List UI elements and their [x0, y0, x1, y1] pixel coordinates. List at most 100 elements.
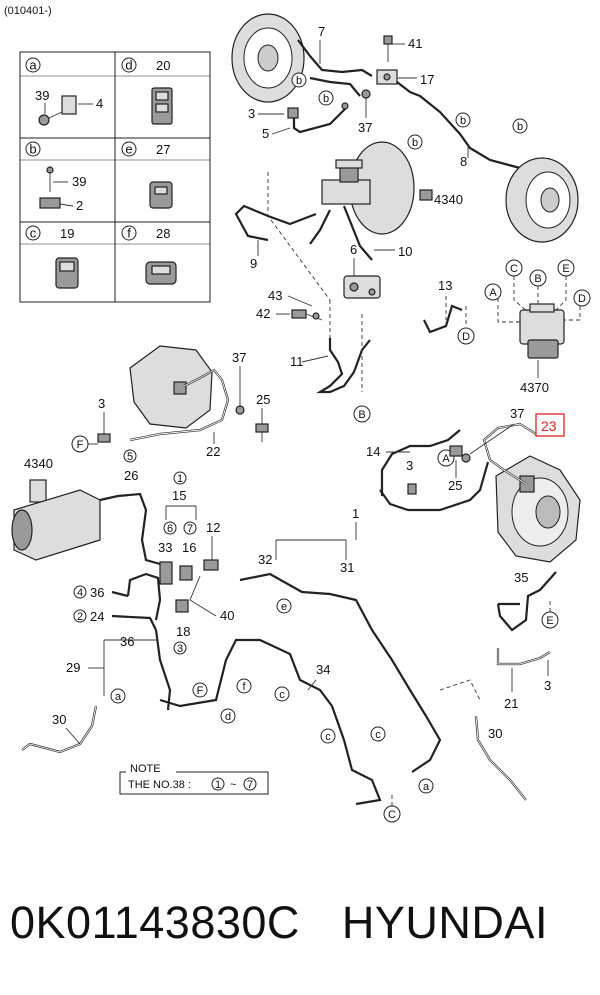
valve-33	[159, 561, 193, 585]
callout-4340b: 4340	[24, 456, 53, 471]
legend-b-label-39: 39	[72, 174, 86, 189]
clip-icon-3	[55, 257, 79, 289]
circ-7: 7	[187, 523, 193, 535]
highlight-23: 23	[535, 413, 565, 437]
legend-a-label-4: 4	[96, 96, 103, 111]
callout-43: 43	[268, 288, 282, 303]
part-number: 0K01143830C	[10, 897, 300, 948]
brake-booster	[321, 141, 415, 235]
bolt-41	[383, 35, 393, 62]
circ-F-center: F	[197, 685, 204, 697]
legend-letter-a: a	[29, 58, 37, 73]
legend-f-number: 28	[156, 226, 170, 241]
callout-30b: 30	[488, 726, 502, 741]
callout-37c: 37	[510, 406, 524, 421]
callout-10: 10	[398, 244, 412, 259]
clip-18	[175, 599, 189, 613]
circ-b-2: b	[323, 93, 329, 105]
callout-3d: 3	[544, 678, 551, 693]
part-4340a	[419, 189, 433, 201]
date-code: (010401-)	[4, 5, 52, 17]
callout-42: 42	[256, 306, 270, 321]
circ-f-center: f	[242, 681, 246, 693]
right-brake-drum	[505, 157, 579, 243]
clip-icon	[151, 87, 173, 125]
legend-b-label-2: 2	[76, 198, 83, 213]
circ-2: 2	[77, 611, 83, 623]
circ-D-13: D	[462, 331, 470, 343]
callout-1: 1	[352, 506, 359, 521]
circ-E-right: E	[546, 615, 553, 627]
circ-B-abs: B	[534, 273, 541, 285]
callout-25b: 25	[448, 478, 462, 493]
legend-d-number: 20	[156, 58, 170, 73]
note-range-end: 7	[247, 779, 253, 791]
brake-line-diagram: (010401-) a 39 4 d 20 b	[4, 5, 591, 823]
callout-11: 11	[290, 354, 304, 369]
legend-a-label-39: 39	[35, 88, 49, 103]
circ-B-bottom: B	[358, 409, 365, 421]
callout-15: 15	[172, 488, 186, 503]
callout-16: 16	[182, 540, 196, 555]
circ-b-3: b	[412, 137, 418, 149]
circ-a-right: a	[423, 781, 430, 793]
callout-7: 7	[318, 24, 325, 39]
clip-3b	[97, 433, 111, 443]
callout-21: 21	[504, 696, 518, 711]
legend-letter-f: f	[127, 226, 131, 241]
legend-letter-e: e	[125, 142, 132, 157]
callout-9: 9	[250, 256, 257, 271]
callout-26: 26	[124, 468, 138, 483]
callout-35: 35	[514, 570, 528, 585]
callout-37a: 37	[358, 120, 372, 135]
callout-3c: 3	[406, 458, 413, 473]
legend-e-number: 27	[156, 142, 170, 157]
legend-letter-d: d	[125, 58, 132, 73]
circ-c-3: c	[375, 729, 381, 741]
circ-b-1: b	[296, 75, 302, 87]
circ-D-abs: D	[578, 293, 586, 305]
circ-d-center: d	[225, 711, 231, 723]
screw-clip-icon	[39, 166, 74, 209]
note-title: NOTE	[130, 763, 161, 775]
callout-40: 40	[220, 608, 234, 623]
callout-32: 32	[258, 552, 272, 567]
brand-name: HYUNDAI	[341, 897, 548, 948]
callout-14: 14	[366, 444, 380, 459]
callout-8: 8	[460, 154, 467, 169]
circ-5: 5	[127, 451, 133, 463]
callout-41: 41	[408, 36, 422, 51]
callout-6: 6	[350, 242, 357, 257]
clip-icon-2	[149, 181, 173, 209]
callout-13: 13	[438, 278, 452, 293]
callout-17: 17	[420, 72, 434, 87]
left-rear-dust-shield	[129, 345, 213, 429]
circ-C-bottom: C	[388, 809, 396, 821]
circ-A-abs: A	[489, 287, 497, 299]
callout-36a: 36	[90, 585, 104, 600]
note-text: THE NO.38 :	[128, 779, 191, 791]
circ-b-5: b	[517, 121, 523, 133]
clip-3c	[407, 483, 417, 495]
bolt-25a	[255, 423, 269, 442]
bolt-42	[291, 309, 323, 321]
callout-36b: 36	[120, 634, 134, 649]
legend-table: a 39 4 d 20 b 39 2	[19, 51, 211, 303]
bolt-bracket-icon	[38, 95, 93, 126]
circ-6: 6	[167, 523, 173, 535]
legend-c-number: 19	[60, 226, 74, 241]
abs-module-4370	[519, 303, 565, 359]
clip-icon-4	[145, 261, 177, 285]
circ-A-right: A	[442, 453, 450, 465]
callout-25a: 25	[256, 392, 270, 407]
circ-C-abs: C	[510, 263, 518, 275]
circ-b-4: b	[460, 115, 466, 127]
canister-4340	[11, 479, 101, 561]
callout-37b: 37	[232, 350, 246, 365]
callout-4370: 4370	[520, 380, 549, 395]
callout-18: 18	[176, 624, 190, 639]
circ-c-2: c	[325, 731, 331, 743]
bolt-25b	[449, 445, 463, 457]
circ-4: 4	[77, 587, 83, 599]
callout-3a: 3	[248, 106, 255, 121]
